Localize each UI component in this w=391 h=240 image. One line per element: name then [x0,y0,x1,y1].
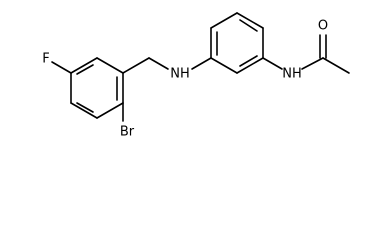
oxygen-atom-label: O [318,19,328,34]
aryl-nh-amide-bond [262,57,283,70]
ring-a-bond-1 [96,57,124,74]
fluorine-atom-label: F [42,52,49,67]
ring-b-bond-2 [210,12,238,29]
ring-a-double-bond-2 [76,102,94,113]
aryl-ch2-bond [122,57,150,74]
ring-a-bond-4 [70,102,98,119]
ch2-nh-bond [148,57,169,70]
nh-aryl-bond [191,57,212,70]
ring-b-bond-5 [236,57,264,74]
ring-a-bond-3 [96,102,124,119]
ring-b-double-bond-2 [239,19,258,32]
amine-nh-label: NH [170,67,190,82]
ring-a-double-bond-3 [76,64,94,75]
ring-b-bond-3 [236,12,264,29]
amide-nh-label: NH [282,67,302,82]
nh-carbonyl-bond [301,57,324,70]
ring-a-bond-6 [70,57,98,74]
c-f-bond [51,61,72,74]
bromine-atom-label: Br [120,125,135,140]
chemical-structure-diagram: F Br NH NH O [42,12,350,140]
ring-b-bond-6 [210,57,238,74]
bromofluorophenyl-ring [70,57,124,119]
ring-b-double-bond-3 [239,55,258,67]
carbonyl-methyl-bond [322,57,350,74]
central-benzene-ring [210,12,264,74]
